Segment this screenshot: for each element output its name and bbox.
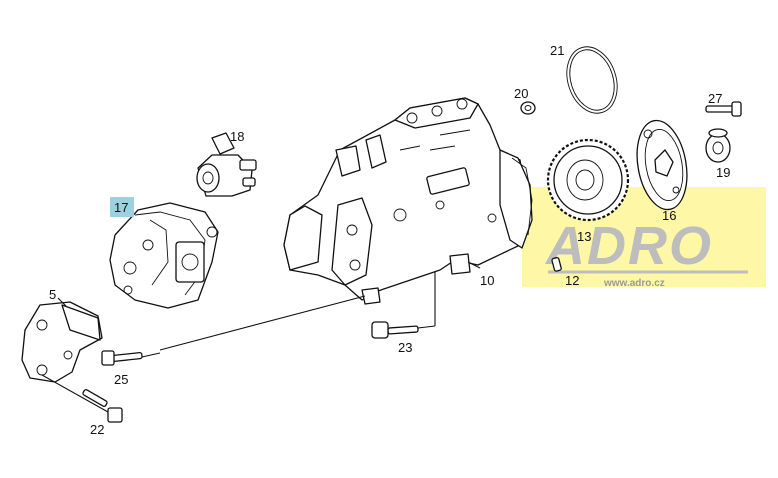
bracket-part-5: [21, 301, 103, 383]
o-ring-inner: [569, 49, 615, 111]
label-part-22[interactable]: 22: [90, 422, 104, 437]
flange-nut-part-19: [705, 128, 731, 163]
watermark-brand: ADRO: [544, 216, 713, 276]
bolt-part-23: [371, 321, 419, 339]
o-ring-part-21: [566, 46, 618, 114]
label-part-21[interactable]: 21: [550, 43, 564, 58]
watermark-url: www.adro.cz: [603, 278, 665, 289]
leader-lines: [41, 261, 481, 413]
label-part-19[interactable]: 19: [716, 165, 730, 180]
highlight-part-17: [110, 197, 134, 217]
bolt-part-25: [101, 350, 143, 366]
label-part-5[interactable]: 5: [49, 287, 56, 302]
pump-unit-part-17: [109, 202, 219, 309]
bolt-part-22: [82, 388, 123, 423]
pump-body-part-10: [283, 97, 533, 305]
nut-part-20: [520, 101, 536, 115]
label-part-13[interactable]: 13: [577, 229, 591, 244]
label-part-18[interactable]: 18: [230, 129, 244, 144]
label-part-23[interactable]: 23: [398, 340, 412, 355]
bolt-part-27: [705, 101, 742, 117]
label-part-17[interactable]: 17: [114, 200, 128, 215]
label-part-16[interactable]: 16: [662, 208, 676, 223]
label-part-10[interactable]: 10: [480, 273, 494, 288]
valve-part-18: [196, 132, 257, 197]
label-part-20[interactable]: 20: [514, 86, 528, 101]
label-part-25[interactable]: 25: [114, 372, 128, 387]
gear-part-13: [546, 138, 630, 222]
disc-part-16: [636, 119, 688, 211]
label-part-27[interactable]: 27: [708, 91, 722, 106]
key-pin-part-12: [551, 256, 562, 272]
label-part-12[interactable]: 12: [565, 273, 579, 288]
